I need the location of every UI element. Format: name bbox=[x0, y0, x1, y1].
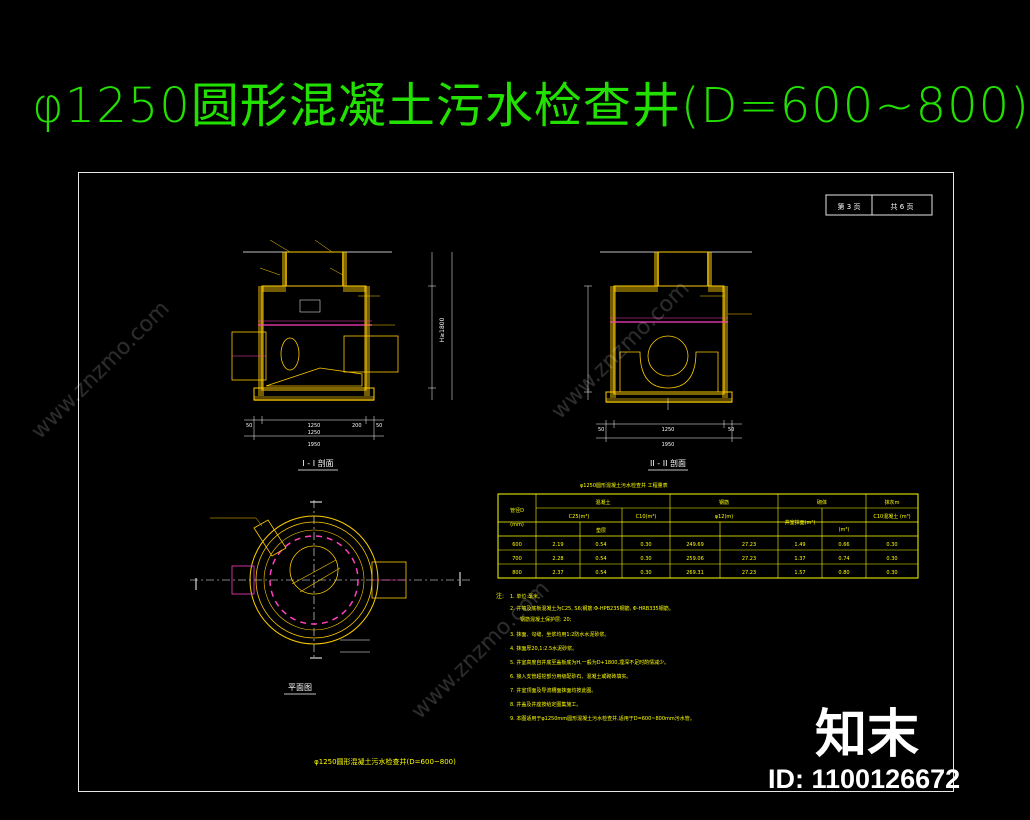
th-surface: 井室抹面(m²) bbox=[785, 519, 816, 526]
svg-text:249.69: 249.69 bbox=[686, 542, 704, 548]
watermark-text: www.znzmo.com bbox=[27, 296, 175, 444]
notes: 注: 1. 单位:毫米。 2. 井墙及底板混凝土为C25, S6;钢筋:Φ-HP… bbox=[496, 592, 695, 722]
dim-left-200: 200 bbox=[352, 423, 362, 429]
plan-label: 平面图 bbox=[288, 683, 312, 692]
sheet-number-box: 第 3 页 共 6 页 bbox=[825, 194, 933, 216]
svg-text:2.28: 2.28 bbox=[552, 556, 563, 562]
th-cushion: 垫层 bbox=[596, 527, 606, 534]
section-1-label: I - I 剖面 bbox=[302, 458, 333, 468]
page-total-label: 共 6 页 bbox=[891, 202, 914, 211]
svg-text:0.54: 0.54 bbox=[595, 570, 606, 576]
note-item: 8. 井盖及井座按给定图集施工。 bbox=[510, 701, 581, 708]
dim-left-total1: 1250 bbox=[308, 430, 321, 436]
svg-text:0.74: 0.74 bbox=[838, 556, 849, 562]
svg-text:800: 800 bbox=[512, 570, 522, 576]
dim-right-50: 50 bbox=[598, 427, 604, 433]
notes-label: 注: bbox=[496, 592, 504, 600]
drawing-caption: φ1250圆形混凝土污水检查井(D=600~800) bbox=[314, 757, 456, 766]
dim-right-total: 1950 bbox=[662, 442, 675, 448]
svg-text:600: 600 bbox=[512, 542, 522, 548]
svg-text:0.66: 0.66 bbox=[838, 542, 849, 548]
svg-text:0.30: 0.30 bbox=[640, 556, 651, 562]
dim-left-50b: 50 bbox=[376, 423, 382, 429]
svg-text:0.54: 0.54 bbox=[595, 556, 606, 562]
table-row: 700 2.28 0.54 0.30 259.06 27.23 1.37 0.7… bbox=[512, 556, 897, 562]
drawing-title: φ1250圆形混凝土污水检查井(D=600~800) bbox=[32, 78, 1030, 134]
note-item: 3. 抹面、勾缝、坐浆均用1:2防水水泥砂浆。 bbox=[510, 631, 609, 638]
note-item: 2. 井墙及底板混凝土为C25, S6;钢筋:Φ-HPB235钢筋, Φ-HRB… bbox=[510, 605, 674, 612]
note-item: 9. 本图适用于φ1250mm圆形混凝土污水检查井,适用于D=600~800mm… bbox=[510, 715, 695, 722]
section-1-1: H≥1800 50 1250 200 50 1250 1950 I - I 剖面 bbox=[231, 239, 453, 471]
th-phi12: φ12(m) bbox=[715, 514, 733, 520]
note-item: 6. 接入支管超挖部分用级配砂石、混凝土或砌砖填实。 bbox=[510, 673, 631, 680]
th-c25: C25(m³) bbox=[569, 514, 590, 520]
brand-text: 知末 bbox=[815, 705, 920, 765]
svg-text:0.30: 0.30 bbox=[640, 542, 651, 548]
brand-logo: 知末 bbox=[815, 692, 919, 767]
svg-text:0.80: 0.80 bbox=[838, 570, 849, 576]
th-pipe-unit: (mm) bbox=[510, 522, 524, 528]
svg-text:269.31: 269.31 bbox=[686, 570, 704, 576]
note-item: 1. 单位:毫米。 bbox=[510, 593, 543, 600]
dim-left-total2: 1950 bbox=[308, 442, 321, 448]
page-number-label: 第 3 页 bbox=[838, 202, 861, 211]
svg-text:0.30: 0.30 bbox=[640, 570, 651, 576]
svg-text:700: 700 bbox=[512, 556, 522, 562]
th-pipe: 管径D bbox=[510, 507, 524, 514]
th-rebar: 钢筋 bbox=[719, 499, 729, 506]
dim-left-1250: 1250 bbox=[308, 423, 321, 429]
dim-right-1250: 1250 bbox=[662, 427, 675, 433]
watermark-pattern: www.znzmo.com www.znzmo.com www.znzmo.co… bbox=[27, 276, 695, 724]
svg-text:1.49: 1.49 bbox=[794, 542, 805, 548]
dim-left-50: 50 bbox=[246, 423, 252, 429]
section-2-label: II - II 剖面 bbox=[650, 458, 686, 468]
th-plaster: 抹灰m bbox=[885, 499, 900, 506]
drawing-frame bbox=[78, 172, 954, 792]
note-item: 钢筋混凝土保护层: 20; bbox=[520, 616, 572, 623]
svg-text:259.06: 259.06 bbox=[686, 556, 704, 562]
svg-text:2.19: 2.19 bbox=[552, 542, 563, 548]
svg-text:1.37: 1.37 bbox=[794, 556, 805, 562]
svg-text:0.30: 0.30 bbox=[886, 556, 897, 562]
note-item: 5. 井室高度自井底至盖板底为H,一般为D+1800,埋深不足时酌情减少。 bbox=[510, 659, 669, 666]
quantity-table: φ1250圆形混凝土污水检查井 工程量表 管径D 混凝土 钢筋 砌体 抹灰m (… bbox=[497, 482, 919, 579]
svg-text:2.37: 2.37 bbox=[552, 570, 563, 576]
cad-drawing: 第 3 页 共 6 页 bbox=[27, 194, 933, 766]
th-m3: (m³) bbox=[839, 527, 850, 533]
svg-text:27.23: 27.23 bbox=[742, 570, 756, 576]
svg-text:1.57: 1.57 bbox=[794, 570, 805, 576]
svg-text:0.30: 0.30 bbox=[886, 542, 897, 548]
dim-right-50b: 50 bbox=[728, 427, 734, 433]
table-caption: φ1250圆形混凝土污水检查井 工程量表 bbox=[580, 482, 668, 489]
table-row: 800 2.37 0.54 0.30 269.31 27.23 1.57 0.8… bbox=[512, 570, 897, 576]
svg-text:0.30: 0.30 bbox=[886, 570, 897, 576]
svg-text:27.23: 27.23 bbox=[742, 542, 756, 548]
svg-text:0.54: 0.54 bbox=[595, 542, 606, 548]
th-c10: C10(m³) bbox=[636, 514, 657, 520]
note-item: 7. 井室顶面及导流槽面抹面均按此图。 bbox=[510, 687, 596, 694]
th-concrete: 混凝土 bbox=[595, 499, 610, 506]
note-item: 4. 抹面厚20,1:2.5水泥砂浆。 bbox=[510, 645, 577, 652]
svg-text:27.23: 27.23 bbox=[742, 556, 756, 562]
th-c10-concrete: C10混凝土 (m³) bbox=[873, 513, 910, 520]
watermark-id: ID: 1100126672 bbox=[768, 764, 961, 794]
th-masonry: 砌体 bbox=[817, 499, 827, 506]
table-row: 600 2.19 0.54 0.30 249.69 27.23 1.49 0.6… bbox=[512, 542, 897, 548]
section-2-2: 50 1250 50 1950 II - II 剖面 bbox=[584, 251, 752, 471]
plan-view: 平面图 bbox=[190, 500, 470, 695]
height-dim-label: H≥1800 bbox=[439, 317, 446, 342]
